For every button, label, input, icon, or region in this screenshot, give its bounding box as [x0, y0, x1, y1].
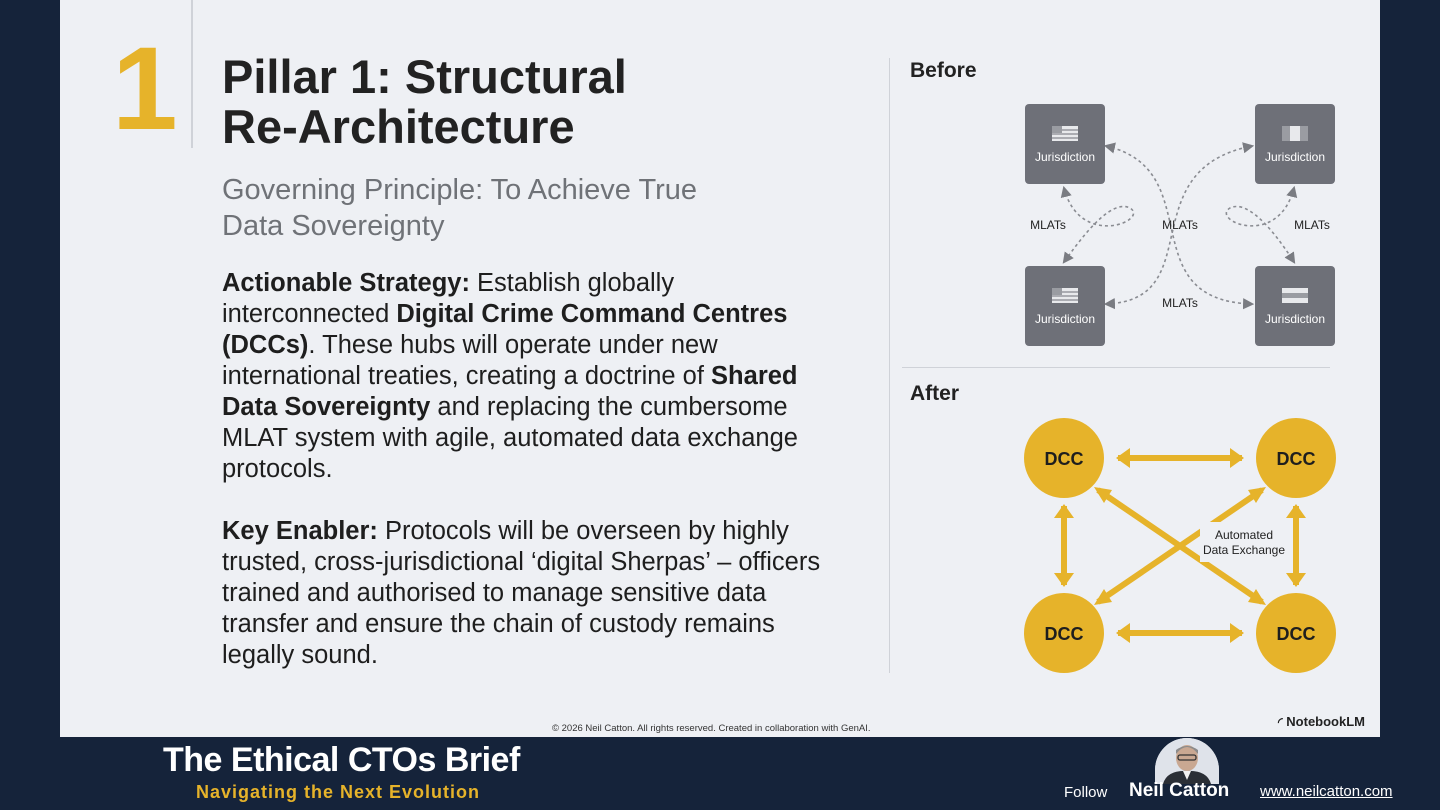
slide: 1 Pillar 1: Structural Re-Architecture G…: [60, 0, 1380, 737]
principle-line-2: Data Sovereignty: [222, 210, 445, 242]
actionable-strategy-paragraph: Actionable Strategy: Establish globally …: [222, 268, 842, 485]
strategy-label: Actionable Strategy:: [222, 269, 470, 297]
jurisdiction-box-bottom-left: Jurisdiction: [1025, 266, 1105, 346]
jurisdiction-box-top-right: Jurisdiction: [1255, 104, 1335, 184]
jurisdiction-box-bottom-right: Jurisdiction: [1255, 266, 1335, 346]
svg-text:DCC: DCC: [1045, 449, 1084, 469]
title-divider: [191, 0, 193, 148]
svg-text:DCC: DCC: [1277, 449, 1316, 469]
mlat-label: MLATs: [1162, 296, 1198, 310]
mlat-label: MLATs: [1030, 218, 1066, 232]
author-name: Neil Catton: [1129, 780, 1230, 801]
title-line-2: Re-Architecture: [222, 100, 575, 153]
title-line-1: Pillar 1: Structural: [222, 50, 627, 103]
website-link[interactable]: www.neilcatton.com: [1260, 783, 1393, 800]
copyright-notice: © 2026 Neil Catton. All rights reserved.…: [552, 723, 871, 734]
before-label: Before: [910, 59, 977, 82]
jurisdiction-label: Jurisdiction: [1035, 312, 1095, 326]
dcc-node-bottom-right: DCC: [1256, 593, 1336, 673]
after-label: After: [910, 382, 960, 405]
follow-label: Follow: [1064, 784, 1108, 801]
enabler-label: Key Enabler:: [222, 517, 378, 545]
jurisdiction-box-top-left: Jurisdiction: [1025, 104, 1105, 184]
mlat-label: MLATs: [1162, 218, 1198, 232]
before-after-diagram: Jurisdiction Jurisdiction Jurisdiction: [1024, 104, 1336, 673]
strategy-bold-sovereignty: Shared Data Sovereignty: [222, 362, 798, 421]
mlat-connectors: [1060, 142, 1298, 310]
notebooklm-icon: ◜: [1278, 715, 1283, 729]
notebooklm-label: NotebookLM: [1286, 714, 1365, 729]
strategy-text-3: and replacing the cumbersome MLAT system…: [222, 393, 798, 483]
jurisdiction-label: Jurisdiction: [1035, 150, 1095, 164]
pillar-number: 1: [112, 23, 178, 155]
flag-icon: [1282, 126, 1308, 141]
strategy-bold-dccs: Digital Crime Command Centres (DCCs): [222, 300, 788, 359]
flag-icon: [1052, 126, 1078, 141]
vertical-divider: [889, 58, 890, 673]
author-avatar: [1155, 738, 1219, 784]
key-enabler-paragraph: Key Enabler: Protocols will be overseen …: [222, 516, 842, 671]
person-icon: [1155, 738, 1219, 784]
jurisdiction-label: Jurisdiction: [1265, 312, 1325, 326]
horizontal-divider: [902, 367, 1330, 368]
brand-title: The Ethical CTOs Brief: [163, 741, 520, 779]
strategy-text-2: . These hubs will operate under new inte…: [222, 331, 718, 390]
principle-line-1: Governing Principle: To Achieve True: [222, 174, 698, 206]
dcc-node-top-left: DCC: [1024, 418, 1104, 498]
enabler-text: Protocols will be overseen by highly tru…: [222, 517, 821, 669]
svg-text:DCC: DCC: [1277, 624, 1316, 644]
dcc-connectors: [1061, 455, 1299, 636]
notebooklm-badge: ◜ NotebookLM: [1278, 714, 1365, 729]
dcc-node-bottom-left: DCC: [1024, 593, 1104, 673]
flag-icon: [1052, 288, 1078, 303]
strategy-text-1: Establish globally interconnected: [222, 269, 675, 328]
slide-title: Pillar 1: Structural Re-Architecture: [222, 52, 627, 152]
brand-tagline: Navigating the Next Evolution: [196, 782, 481, 802]
exchange-label-line-1: Automated: [1215, 528, 1273, 542]
mlat-label: MLATs: [1294, 218, 1330, 232]
dcc-node-top-right: DCC: [1256, 418, 1336, 498]
exchange-label-bg: [1200, 522, 1292, 562]
jurisdiction-label: Jurisdiction: [1265, 150, 1325, 164]
dcc-arrowheads: [1054, 448, 1306, 643]
governing-principle: Governing Principle: To Achieve True Dat…: [222, 172, 822, 244]
svg-text:DCC: DCC: [1045, 624, 1084, 644]
flag-icon: [1282, 288, 1308, 303]
exchange-label-line-2: Data Exchange: [1203, 543, 1285, 557]
